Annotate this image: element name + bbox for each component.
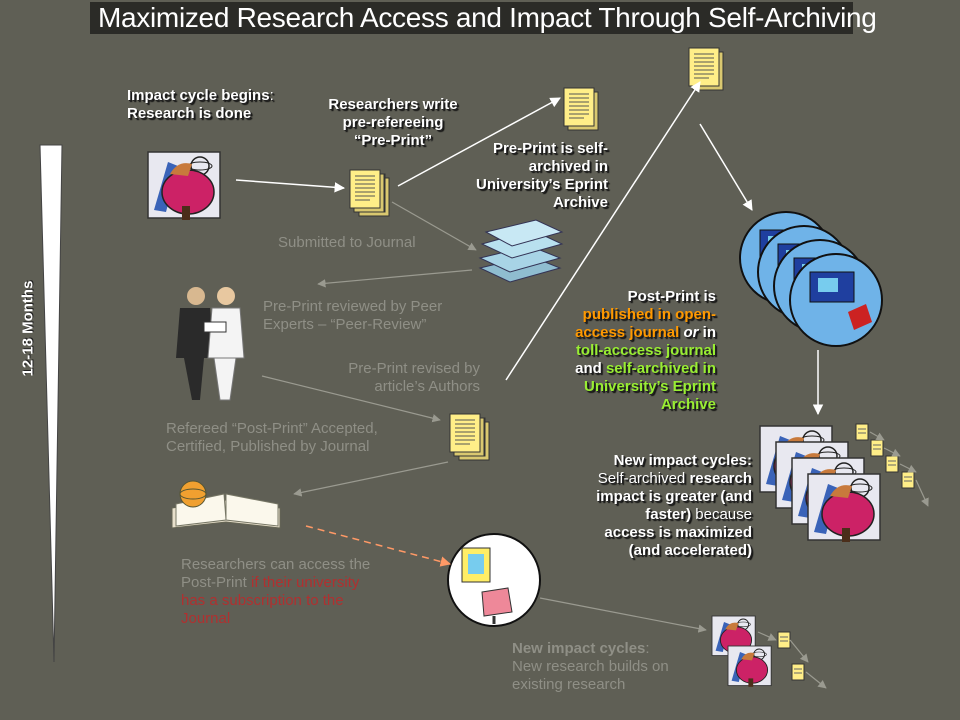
submitted-text: Submitted to Journal [278, 234, 416, 251]
peer-review-line2: Experts – “Peer-Review” [263, 316, 427, 333]
timeline-text: 12-18 Months [19, 280, 37, 377]
preprint-archived-line4: Archive [552, 194, 608, 211]
peer-review-line1: Pre-Print reviewed by Peer [263, 298, 443, 315]
peer-review-text: Pre-Print reviewed by Peer Experts – “Pe… [263, 298, 503, 334]
new-cycles-right-l3: impact is greater (and [596, 488, 752, 505]
postprint-and: and [575, 360, 602, 377]
refereed-line2: Certified, Published by Journal [166, 438, 370, 455]
preprint-archived-line1: Pre-Print is self- [492, 140, 608, 157]
researchers-write-text: Researchers write pre-refereeing “Pre-Pr… [318, 96, 468, 150]
new-cycles-right-head: New impact cycles [613, 452, 747, 469]
new-cycles-right-l2a: Self-archived [597, 470, 686, 487]
impact-begins-colon: : [269, 87, 274, 104]
researchers-write-line3: “Pre-Print” [353, 132, 433, 149]
access-subscription-text: Researchers can access the Post-Print if… [181, 556, 421, 628]
researchers-write-line2: pre-refereeing [342, 114, 444, 131]
refereed-text: Refereed “Post-Print” Accepted, Certifie… [166, 420, 426, 456]
access-subscription-l2a: Post-Print [181, 574, 247, 591]
new-cycles-right-l2b: research [685, 470, 752, 487]
access-subscription-l2b: if their university [246, 574, 360, 591]
postprint-in: in [698, 324, 716, 341]
new-cycles-bottom-l3: existing research [512, 676, 626, 693]
new-cycles-right-l6: (and accelerated) [628, 542, 752, 559]
new-cycles-right-l4a: faster) [645, 506, 692, 523]
impact-begins-head: Impact cycle begins [127, 87, 270, 104]
impact-begins-text: Impact cycle begins: Research is done [127, 87, 287, 123]
preprint-archived-line3: University’s Eprint [476, 176, 608, 193]
postprint-line1: Post-Print is [627, 288, 716, 305]
new-cycles-bottom-colon: : [645, 640, 650, 657]
postprint-or: or [679, 324, 699, 341]
new-cycles-bottom-l2: New research builds on [512, 658, 669, 675]
access-subscription-l3: has a subscription to the [181, 592, 344, 609]
access-subscription-l4: Journal [181, 610, 231, 627]
new-cycles-right-colon: : [747, 452, 752, 469]
new-cycles-bottom-head: New impact cycles [512, 640, 646, 657]
researchers-write-line1: Researchers write [328, 96, 458, 113]
preprint-archived-line2: archived in [528, 158, 608, 175]
access-subscription-l1: Researchers can access the [181, 556, 371, 573]
new-cycles-right-l4b: because [691, 506, 752, 523]
postprint-toll-access: toll-acccess journal [575, 342, 716, 359]
refereed-line1: Refereed “Post-Print” Accepted, [166, 420, 378, 437]
slide-title: Maximized Research Access and Impact Thr… [90, 2, 877, 34]
postprint-line7: Archive [660, 396, 716, 413]
postprint-text: Post-Print is published in open- access … [540, 288, 716, 414]
timeline-label: 12-18 Months [14, 256, 42, 406]
revised-text: Pre-Print revised by article’s Authors [300, 360, 480, 396]
postprint-line2: published in open- [582, 306, 716, 323]
postprint-open-access: access journal [575, 324, 680, 341]
revised-line1: Pre-Print revised by [348, 360, 480, 377]
new-cycles-bottom-text: New impact cycles: New research builds o… [512, 640, 712, 694]
postprint-line6: University’s Eprint [584, 378, 716, 395]
new-cycles-right-l5: access is maximized [604, 524, 752, 541]
new-cycles-right-text: New impact cycles: Self-archived researc… [560, 452, 752, 560]
revised-line2: article’s Authors [374, 378, 480, 395]
postprint-self-archived: self-archived in [601, 360, 716, 377]
preprint-archived-text: Pre-Print is self- archived in Universit… [448, 140, 608, 212]
impact-begins-line2: Research is done [127, 105, 252, 122]
